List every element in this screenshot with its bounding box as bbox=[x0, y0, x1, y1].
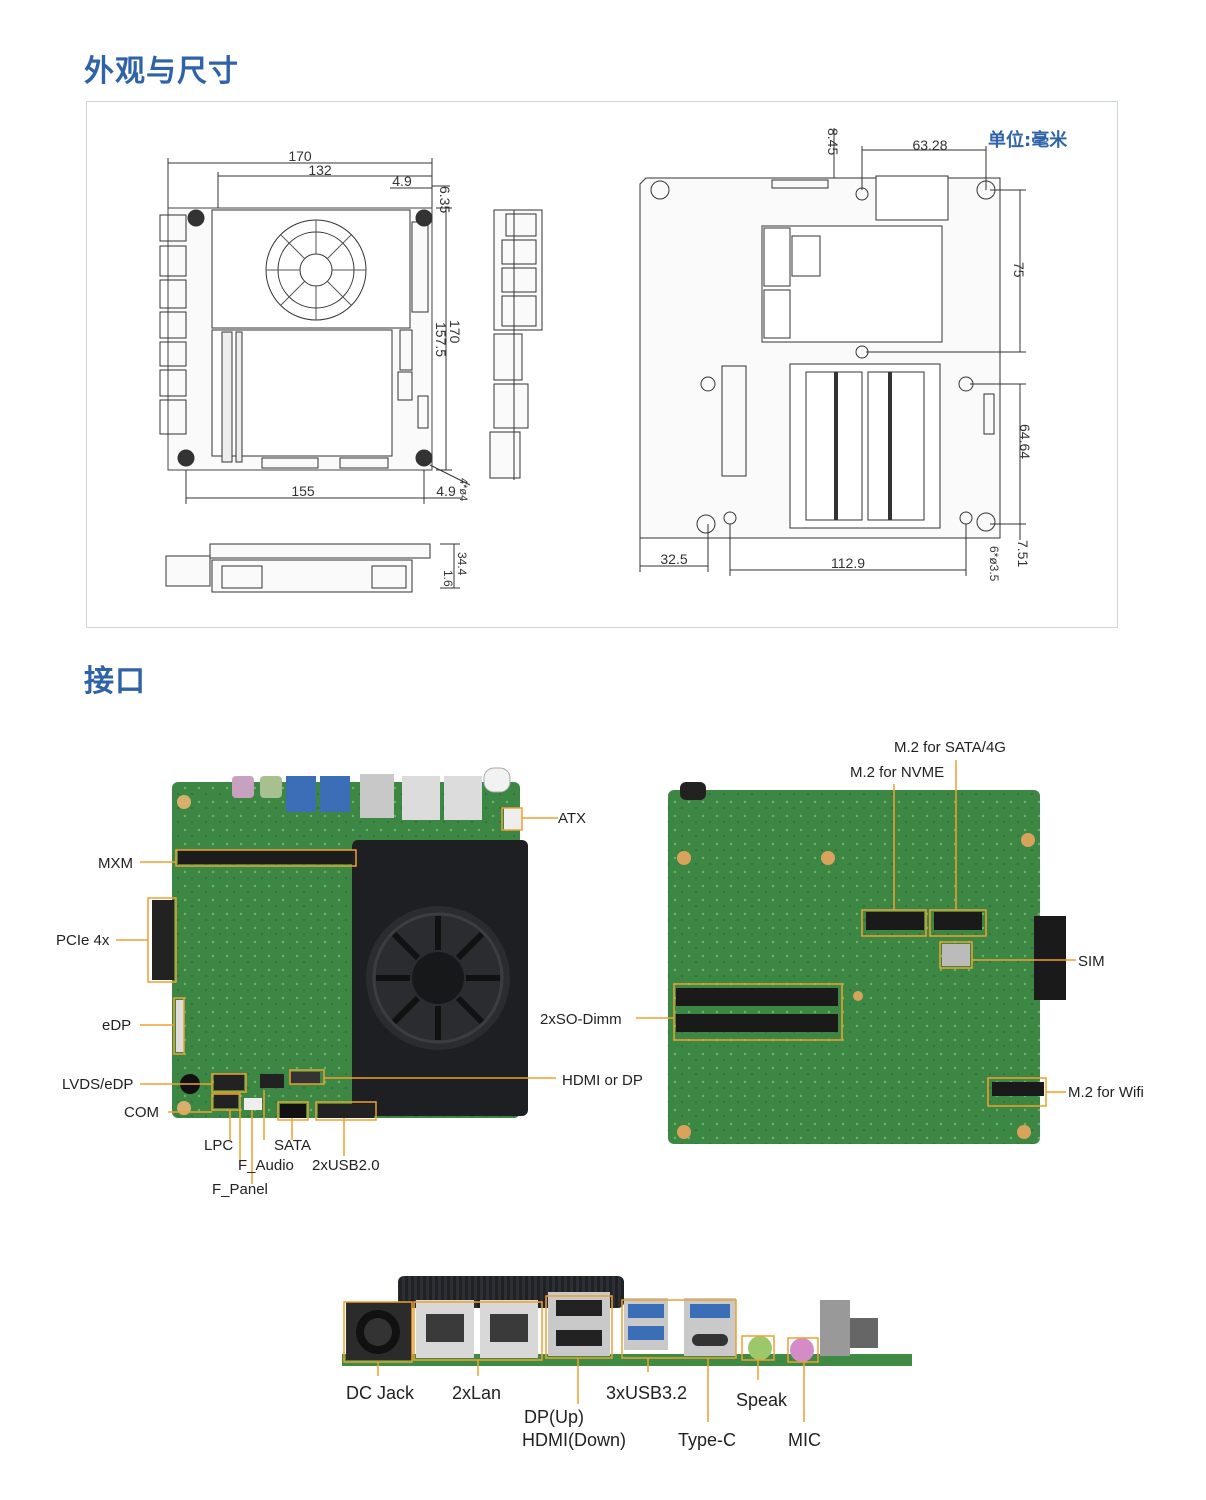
dim-left-height-inner: 157.5 bbox=[433, 322, 449, 357]
dim-left-holes: 4*ø4 bbox=[457, 478, 469, 501]
front-board-image bbox=[152, 767, 528, 1118]
label-lpc: LPC bbox=[204, 1137, 233, 1154]
dim-right-bottom-left: 32.5 bbox=[660, 551, 687, 567]
dim-right-height-top: 75 bbox=[1011, 262, 1027, 278]
dim-side-thickness: 1.6 bbox=[441, 570, 455, 587]
dim-right-top-width: 63.28 bbox=[912, 137, 947, 153]
dim-side-height: 34.4 bbox=[455, 552, 469, 576]
label-m2-wifi: M.2 for Wifi bbox=[1068, 1084, 1144, 1101]
back-board-image bbox=[668, 782, 1066, 1144]
label-usb32: 3xUSB3.2 bbox=[606, 1383, 687, 1403]
dim-left-bottom-width: 155 bbox=[291, 483, 315, 499]
label-dp-up: DP(Up) bbox=[524, 1407, 584, 1427]
label-typec: Type-C bbox=[678, 1430, 736, 1450]
bottom-view-drawing bbox=[639, 128, 1026, 576]
label-usb20: 2xUSB2.0 bbox=[312, 1157, 380, 1174]
dim-left-height-total: 170 bbox=[447, 320, 463, 344]
front-callout-lines bbox=[116, 807, 558, 1184]
rear-callout-lines bbox=[343, 1295, 819, 1422]
label-sim: SIM bbox=[1078, 953, 1105, 970]
label-mic: MIC bbox=[788, 1430, 821, 1450]
dim-left-offset-corner: 6.35 bbox=[437, 186, 453, 213]
label-m2-sata: M.2 for SATA/4G bbox=[894, 739, 1006, 756]
side-profile-drawing bbox=[489, 209, 543, 480]
label-f-audio: F_Audio bbox=[238, 1157, 294, 1174]
top-view-drawing bbox=[159, 158, 471, 504]
dim-right-height-mid: 64.64 bbox=[1017, 424, 1033, 459]
label-mxm: MXM bbox=[98, 855, 133, 872]
label-lvds: LVDS/eDP bbox=[62, 1076, 133, 1093]
label-lan: 2xLan bbox=[452, 1383, 501, 1403]
dim-left-width-total: 170 bbox=[288, 148, 312, 164]
label-hdmi-dp: HDMI or DP bbox=[562, 1072, 643, 1089]
dimensions-section-title: 外观与尺寸 bbox=[84, 54, 239, 89]
dim-right-holes: 6*ø3.5 bbox=[987, 546, 1001, 582]
label-speak: Speak bbox=[736, 1390, 788, 1410]
label-edp: eDP bbox=[102, 1017, 131, 1034]
rear-io-image bbox=[342, 1276, 912, 1366]
dim-left-width-inner: 132 bbox=[308, 162, 332, 178]
label-sodimm: 2xSO-Dimm bbox=[540, 1011, 622, 1028]
unit-label: 单位:毫米 bbox=[988, 130, 1068, 151]
label-atx: ATX bbox=[558, 810, 586, 827]
interfaces-section-title: 接口 bbox=[84, 664, 146, 699]
label-dc-jack: DC Jack bbox=[346, 1383, 415, 1403]
label-hdmi-down: HDMI(Down) bbox=[522, 1430, 626, 1450]
label-sata: SATA bbox=[274, 1137, 311, 1154]
dim-right-bottom-width: 112.9 bbox=[831, 555, 865, 571]
label-com: COM bbox=[124, 1104, 159, 1121]
label-pcie: PCIe 4x bbox=[56, 932, 110, 949]
dim-right-top-offset: 8.45 bbox=[825, 128, 841, 155]
label-m2-nvme: M.2 for NVME bbox=[850, 764, 944, 781]
dim-right-bottom: 7.51 bbox=[1015, 540, 1031, 567]
front-profile-drawing bbox=[165, 543, 460, 593]
label-f-panel: F_Panel bbox=[212, 1181, 268, 1198]
dim-left-bottom-offset: 4.9 bbox=[436, 483, 456, 499]
back-callout-lines bbox=[636, 760, 1076, 1107]
dim-left-offset-top: 4.9 bbox=[392, 173, 412, 189]
